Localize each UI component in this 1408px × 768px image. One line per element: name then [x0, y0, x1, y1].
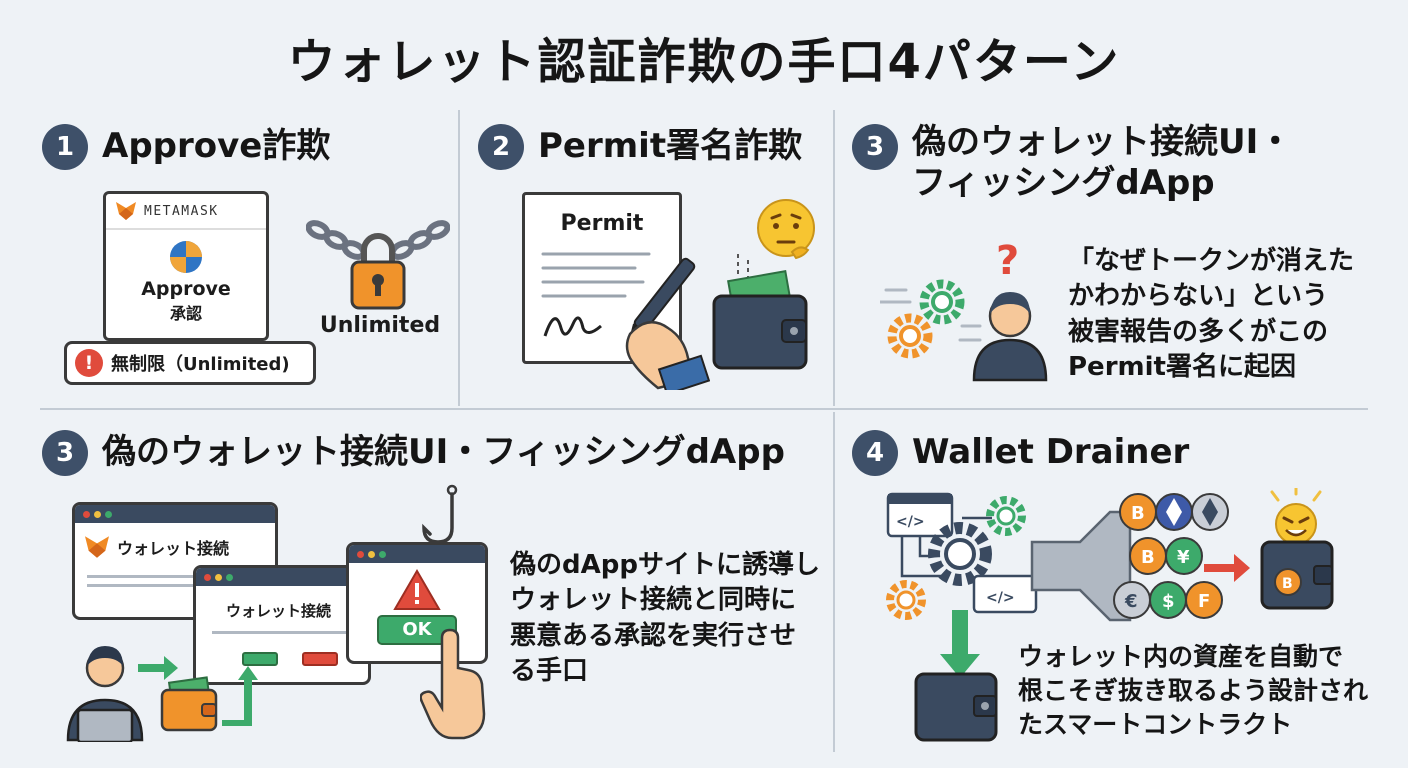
metamask-popup: METAMASK Approve 承認 [103, 191, 269, 341]
svg-text:€: € [1124, 591, 1138, 612]
window-2-label: ウォレット接続 [226, 602, 332, 620]
divider-vertical-bottom [833, 412, 835, 752]
metamask-brand: METAMASK [144, 203, 219, 219]
fake-wallet-window-1: ウォレット接続 [72, 502, 278, 620]
panel-1-number: 1 [42, 124, 88, 170]
panel-3-number: 3 [852, 124, 898, 170]
panel-1-header: 1 Approve詐欺 [42, 124, 330, 170]
panel-3b-number: 3 [42, 430, 88, 476]
exclamation-icon: ! [75, 349, 103, 377]
panel-1-title: Approve詐欺 [102, 126, 331, 167]
window-2-titlebar [196, 568, 368, 586]
metamask-header: METAMASK [106, 194, 266, 230]
panel-3b-header: 3 偽のウォレット接続UI・フィッシングdApp [42, 430, 785, 476]
drain-down-arrow-icon [930, 610, 990, 680]
panel-4-header: 4 Wallet Drainer [852, 430, 1189, 476]
chain-lock-icon [305, 212, 451, 322]
approve-token-icon [169, 240, 203, 274]
pointing-hand-icon [419, 628, 490, 740]
pen-hand-icon [600, 250, 711, 396]
gears-person-icon: ? [878, 230, 1060, 382]
svg-text:B: B [1282, 576, 1293, 592]
drained-wallet-icon [914, 670, 998, 742]
warning-triangle-icon [349, 569, 485, 611]
divider-vertical-top-right [833, 110, 835, 406]
divider-vertical-top-left [458, 110, 460, 406]
user-laptop-icon [60, 642, 150, 744]
panel-3b-description: 偽のdAppサイトに誘導し ウォレット接続と同時に 悪意ある承認を実行させ る手… [510, 550, 820, 687]
fox-icon [85, 536, 109, 558]
lock-label: Unlimited [319, 313, 441, 338]
approve-sublabel: 承認 [169, 304, 202, 323]
svg-text:¥: ¥ [1177, 547, 1190, 568]
fishing-hook-icon [418, 484, 462, 548]
unlimited-warning-box: ! 無制限（Unlimited) [64, 341, 316, 385]
malicious-approve-window: OK [346, 542, 488, 664]
svg-text:</>: </> [986, 590, 1015, 606]
window-1-label: ウォレット接続 [117, 539, 230, 558]
fox-icon [116, 202, 136, 220]
window-1-titlebar [75, 505, 275, 523]
page-title: ウォレット認証詐欺の手口4パターン [287, 34, 1121, 90]
permit-document-title: Permit [560, 211, 644, 236]
panel-3-header: 3 偽のウォレット接続UI・ フィッシングdApp [852, 122, 1292, 205]
panel-2-number: 2 [478, 124, 524, 170]
panel-4-number: 4 [852, 430, 898, 476]
drainer-machine-icon: </> </> B B ¥ € [882, 486, 1352, 638]
panel-3-description: 「なぜトークンが消えた かわからない」という 被害報告の多くがこの Permit… [1068, 246, 1355, 383]
warning-window-titlebar [349, 545, 485, 563]
flow-arrows-icon [138, 650, 258, 730]
connect-button[interactable] [242, 652, 278, 666]
divider-horizontal [40, 408, 1368, 410]
wallet-cash-icon [712, 252, 812, 372]
svg-text:B: B [1141, 547, 1155, 568]
svg-text:?: ? [996, 238, 1019, 284]
panel-2-header: 2 Permit署名詐欺 [478, 124, 802, 170]
svg-text:</>: </> [896, 514, 925, 530]
thinking-emoji-icon [752, 196, 822, 262]
panel-4-title: Wallet Drainer [912, 432, 1190, 473]
orange-wallet-icon [160, 676, 220, 732]
panel-3-title: 偽のウォレット接続UI・ フィッシングdApp [912, 122, 1293, 204]
panel-4-description: ウォレット内の資産を自動で 根こそぎ抜き取るよう設計され たスマートコントラクト [1018, 642, 1369, 739]
document-lines-icon [541, 252, 651, 337]
cancel-button[interactable] [302, 652, 338, 666]
svg-text:F: F [1198, 591, 1210, 612]
svg-text:$: $ [1162, 591, 1175, 612]
fake-wallet-window-2: ウォレット接続 [193, 565, 371, 685]
panel-2-title: Permit署名詐欺 [538, 126, 803, 167]
unlimited-warning-text: 無制限（Unlimited) [111, 354, 290, 375]
panel-3b-title: 偽のウォレット接続UI・フィッシングdApp [102, 432, 785, 473]
approve-label[interactable]: Approve [141, 278, 231, 300]
svg-text:B: B [1131, 503, 1145, 524]
